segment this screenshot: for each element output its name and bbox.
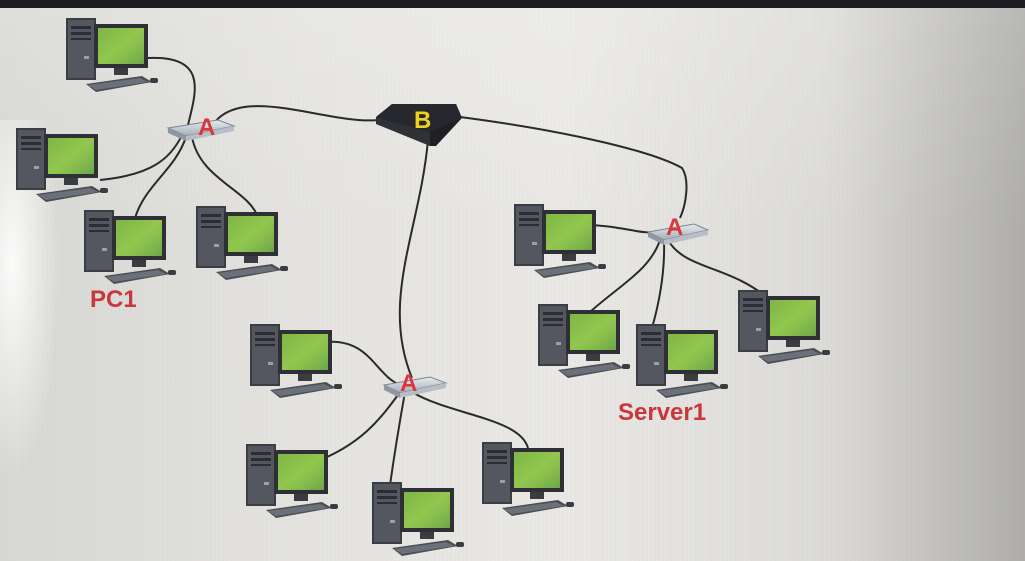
server1-computer-icon [636, 324, 728, 398]
pc1-computer-icon [84, 210, 176, 284]
cable [324, 340, 401, 386]
cable [134, 136, 187, 219]
cables [99, 56, 771, 486]
cable [214, 105, 379, 123]
computer-icon [250, 324, 342, 398]
computer-icon [514, 204, 606, 278]
hub-icon [382, 376, 448, 398]
computer-icon [372, 482, 464, 556]
cable [389, 391, 406, 486]
cable [99, 134, 183, 181]
hub-icon [646, 223, 710, 245]
hub-icon [166, 119, 236, 141]
cable [667, 239, 771, 301]
screen-shadow [840, 8, 1025, 561]
cable [147, 56, 196, 126]
cable [314, 391, 401, 463]
hub-label: A [400, 370, 417, 397]
pc1-caption: PC1 [90, 286, 137, 313]
computer-icon [66, 18, 158, 92]
switch-icon [376, 104, 462, 146]
computer-icon [16, 128, 108, 202]
cable [589, 239, 661, 313]
switch-label: B [414, 107, 431, 134]
cable [411, 391, 529, 449]
computer-icon [246, 444, 338, 518]
cable [398, 139, 429, 379]
server1-caption: Server1 [618, 399, 706, 426]
hub-label: A [198, 114, 215, 141]
screen-top-edge [0, 0, 1025, 10]
cable [459, 116, 688, 219]
hub-label: A [666, 214, 683, 241]
computer-icon [482, 442, 574, 516]
cable [191, 136, 259, 219]
computer-icon [538, 304, 630, 378]
cable [651, 239, 666, 329]
computer-icon [196, 206, 288, 280]
computer-icon [738, 290, 830, 364]
